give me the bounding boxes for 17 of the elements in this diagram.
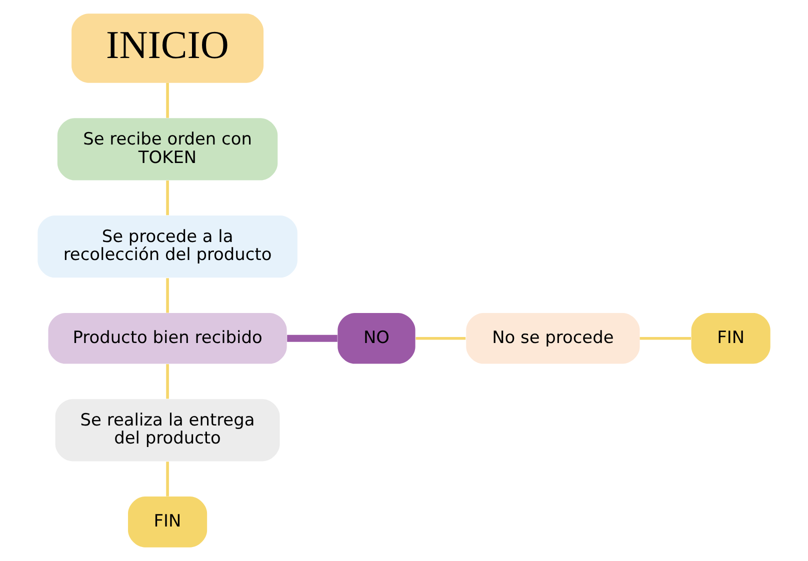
connector [416,336,466,340]
connector [166,364,169,399]
node-box: NO [338,312,416,364]
connector [166,278,169,313]
node-box: FIN [691,312,770,364]
node-box: No se procede [466,312,640,364]
connector [166,82,169,118]
node-box: Se procede a la recolección del producto [38,216,298,278]
node-box: Producto bien recibido [48,312,287,364]
node-box: Se realiza la entrega del producto [55,399,280,462]
connector [640,336,691,340]
node-box: Se recibe orden con TOKEN [57,118,278,180]
connector [166,180,169,216]
node-box: INICIO [72,14,264,83]
connector [287,334,338,342]
node-box: FIN [128,496,208,548]
connector [166,462,169,496]
